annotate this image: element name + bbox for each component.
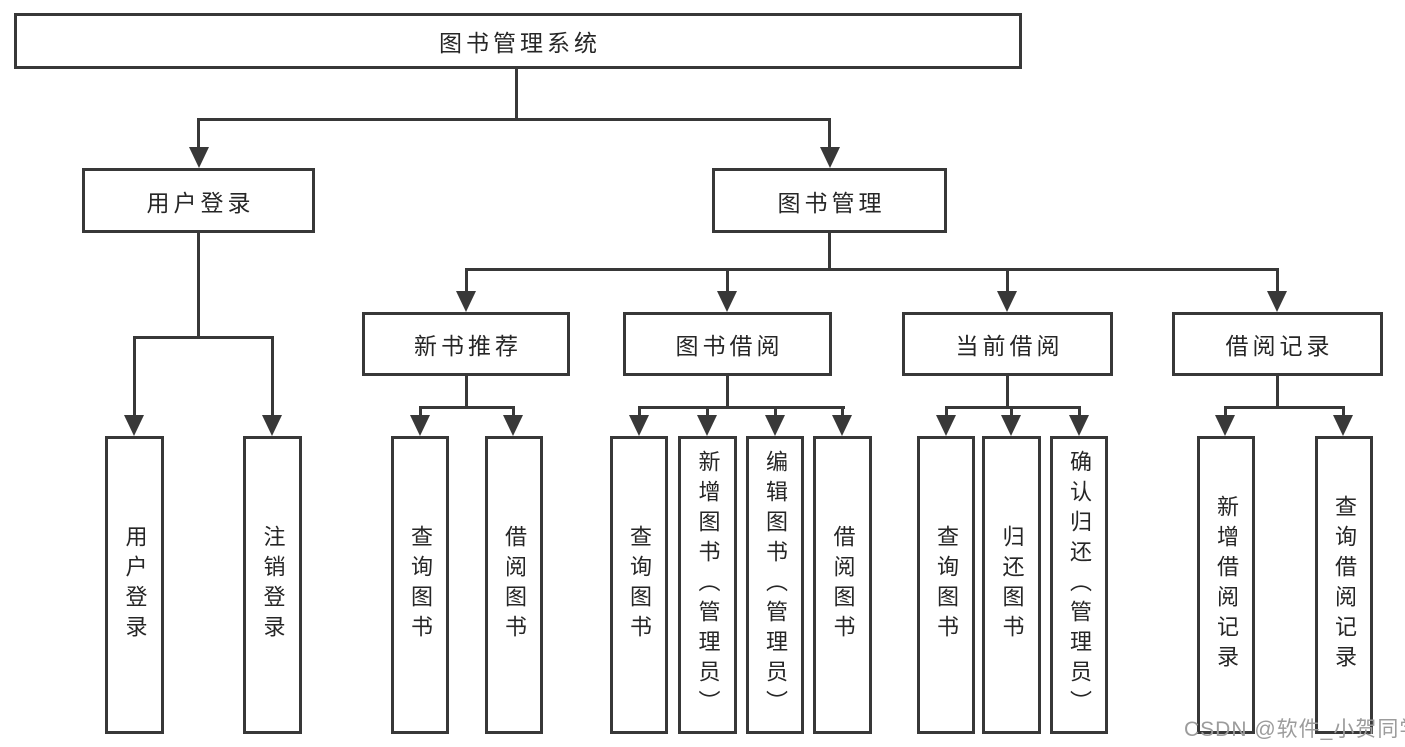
connector-drop-query-record	[1342, 406, 1345, 420]
leaf-query-books-borrowing: 查询图书	[610, 436, 668, 734]
connector-new-book-stem	[465, 376, 468, 406]
connector-borrow-records-stem	[1276, 376, 1279, 406]
connector-drop-return-books	[1010, 406, 1013, 420]
leaf-confirm-return-admin: 确认归还（管理员）	[1050, 436, 1108, 734]
connector-book-management-bar	[465, 268, 1279, 271]
connector-current-borrowing-bar	[945, 406, 1081, 409]
arrowhead-query-books-1	[410, 415, 430, 436]
csdn-watermark: CSDN @软件_小贺同学	[1184, 718, 1405, 741]
arrowhead-return-books	[1001, 415, 1021, 436]
connector-root-bar	[197, 118, 831, 121]
leaf-label: 确认归还（管理员）	[1067, 450, 1092, 720]
leaf-borrow-books: 借阅图书	[813, 436, 872, 734]
node-label: 新书推荐	[414, 333, 522, 359]
connector-book-management-stem	[828, 233, 831, 268]
arrowhead-new-book	[456, 291, 476, 312]
arrowhead-edit-books	[765, 415, 785, 436]
connector-borrow-records-bar	[1224, 406, 1345, 409]
connector-book-borrowing-bar	[638, 406, 845, 409]
node-label: 用户登录	[146, 189, 255, 216]
connector-current-borrowing-stem	[1006, 376, 1009, 406]
leaf-label: 查询图书	[627, 525, 652, 645]
connector-drop-borrow-records	[1276, 268, 1279, 294]
arrowhead-book-borrowing	[717, 291, 737, 312]
leaf-label: 新增借阅记录	[1214, 495, 1239, 675]
node-label: 当前借阅	[955, 333, 1064, 359]
leaf-user-login: 用户登录	[105, 436, 164, 734]
leaf-label: 归还图书	[999, 525, 1025, 645]
leaf-query-borrow-record: 查询借阅记录	[1315, 436, 1373, 734]
arrowhead-add-books	[697, 415, 717, 436]
connector-drop-query-books-3	[945, 406, 948, 420]
arrowhead-book-management	[820, 147, 840, 168]
connector-drop-borrow-books-1	[512, 406, 515, 420]
connector-drop-current-borrowing	[1006, 268, 1009, 294]
leaf-label: 查询借阅记录	[1332, 495, 1357, 675]
arrowhead-user-login	[189, 147, 209, 168]
connector-drop-add-books	[706, 406, 709, 420]
connector-drop-edit-books	[774, 406, 777, 420]
arrowhead-borrow-books-1	[503, 415, 523, 436]
arrowhead-leaf-logout	[262, 415, 282, 436]
connector-root-stem	[515, 68, 518, 120]
arrowhead-borrow-records	[1267, 291, 1287, 312]
leaf-label: 借阅图书	[830, 525, 856, 645]
connector-drop-confirm-return	[1078, 406, 1081, 420]
arrowhead-query-books-2	[629, 415, 649, 436]
connector-drop-query-books-2	[638, 406, 641, 420]
leaf-return-books: 归还图书	[982, 436, 1041, 734]
leaf-query-books-recommend: 查询图书	[391, 436, 449, 734]
arrowhead-query-books-3	[936, 415, 956, 436]
node-label: 图书借阅	[675, 333, 784, 359]
node-book-borrowing: 图书借阅	[623, 312, 832, 376]
leaf-query-books-current: 查询图书	[917, 436, 975, 734]
node-user-login: 用户登录	[82, 168, 315, 233]
node-current-borrowing: 当前借阅	[902, 312, 1113, 376]
node-new-book-recommendation: 新书推荐	[362, 312, 570, 376]
connector-user-login-stem	[197, 233, 200, 336]
node-borrow-records: 借阅记录	[1172, 312, 1383, 376]
node-library-management-system: 图书管理系统	[14, 13, 1022, 69]
arrowhead-borrow-books-2	[832, 415, 852, 436]
leaf-edit-books-admin: 编辑图书（管理员）	[746, 436, 804, 734]
connector-drop-add-record	[1224, 406, 1227, 420]
node-book-management: 图书管理	[712, 168, 947, 233]
connector-book-borrowing-stem	[726, 376, 729, 406]
leaf-borrow-books-recommend: 借阅图书	[485, 436, 543, 734]
node-label: 图书管理	[777, 189, 886, 216]
leaf-label: 用户登录	[122, 525, 148, 645]
arrowhead-add-record	[1215, 415, 1235, 436]
arrowhead-confirm-return	[1069, 415, 1089, 436]
node-label: 借阅记录	[1225, 333, 1334, 359]
arrowhead-query-record	[1333, 415, 1353, 436]
arrowhead-leaf-user-login	[124, 415, 144, 436]
connector-drop-new-book	[465, 268, 468, 294]
leaf-label: 借阅图书	[502, 525, 527, 645]
node-label: 图书管理系统	[439, 30, 601, 56]
connector-drop-leaf-logout	[271, 336, 274, 418]
leaf-add-books-admin: 新增图书（管理员）	[678, 436, 737, 734]
connector-user-login-bar	[133, 336, 274, 339]
connector-drop-borrow-books-2	[841, 406, 844, 420]
leaf-label: 注销登录	[260, 525, 286, 645]
leaf-label: 查询图书	[934, 525, 959, 645]
connector-drop-book-borrowing	[726, 268, 729, 294]
connector-drop-leaf-user-login	[133, 336, 136, 418]
leaf-label: 新增图书（管理员）	[695, 450, 721, 720]
connector-drop-user-login	[197, 118, 200, 152]
leaf-add-borrow-record: 新增借阅记录	[1197, 436, 1255, 734]
leaf-logout: 注销登录	[243, 436, 302, 734]
connector-drop-query-books-1	[419, 406, 422, 420]
leaf-label: 编辑图书（管理员）	[763, 450, 788, 720]
connector-drop-book-management	[828, 118, 831, 152]
leaf-label: 查询图书	[408, 525, 433, 645]
arrowhead-current-borrowing	[997, 291, 1017, 312]
connector-new-book-bar	[419, 406, 515, 409]
